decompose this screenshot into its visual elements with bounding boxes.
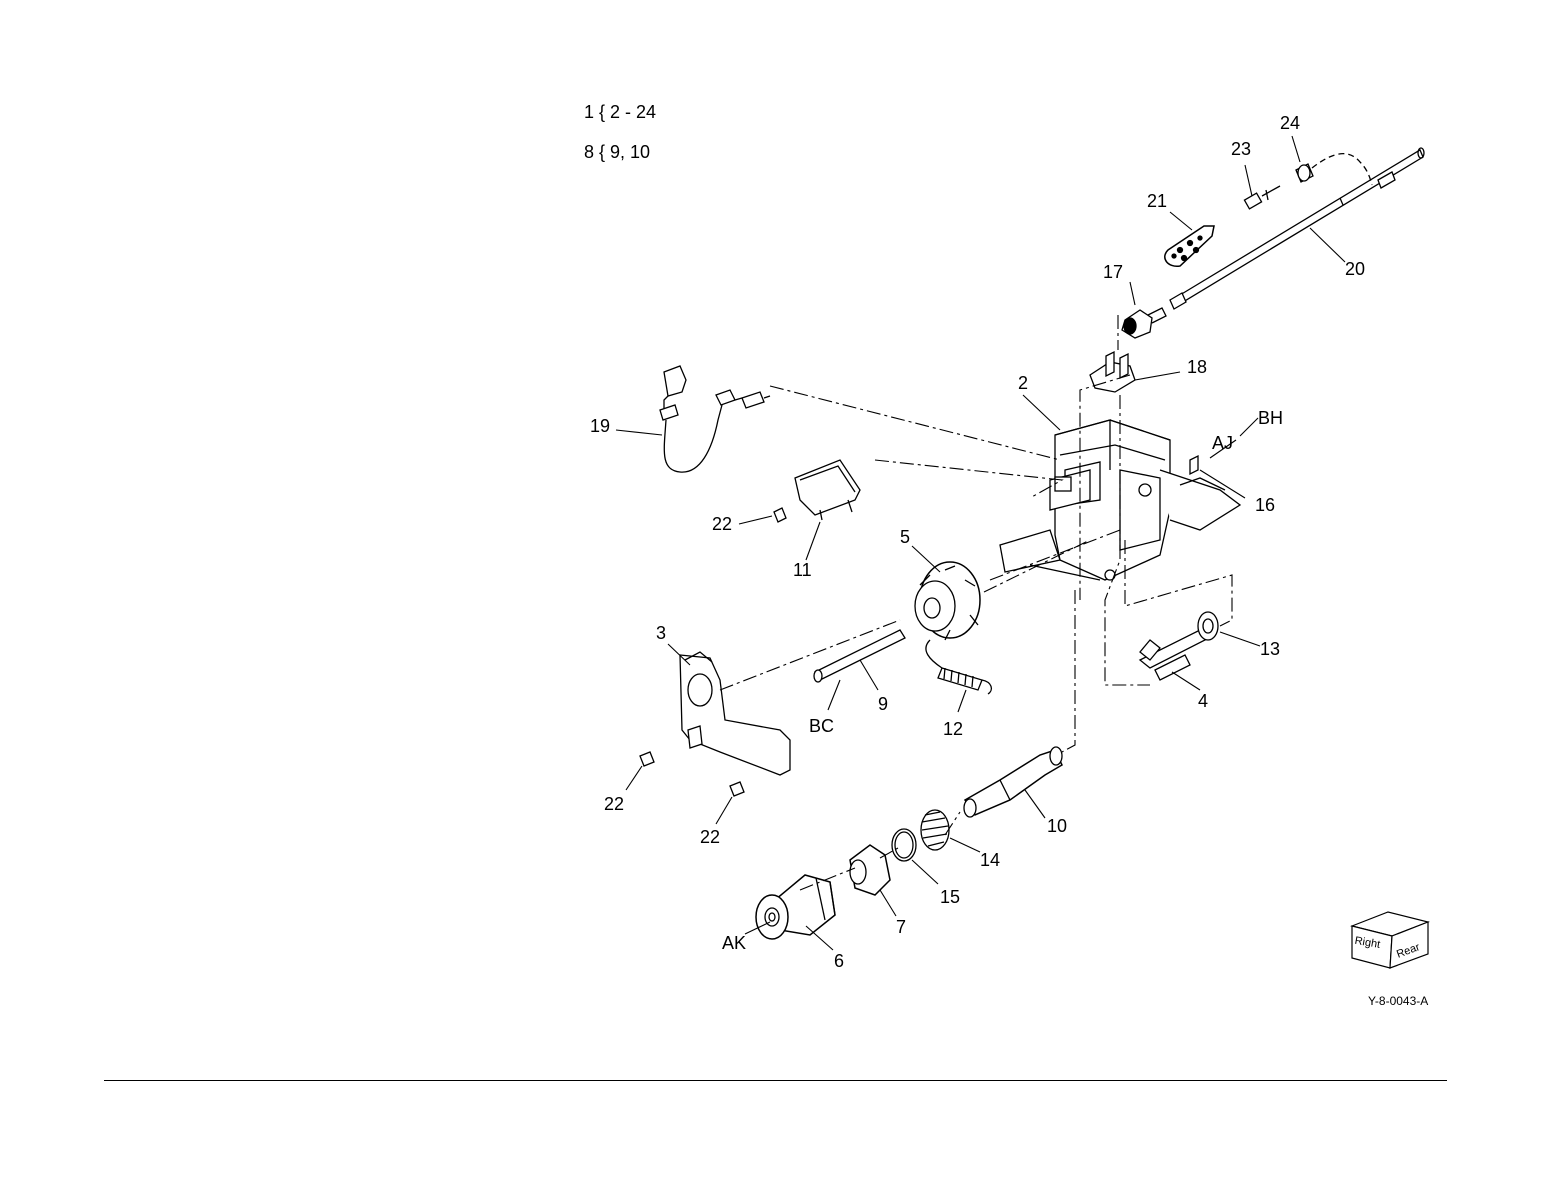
part-10-shaft <box>964 747 1062 817</box>
callout-22: 22 <box>604 795 624 813</box>
callout-5: 5 <box>900 528 910 546</box>
callout-12: 12 <box>943 720 963 738</box>
part-12-spring <box>926 640 991 694</box>
part-13-washer <box>1198 612 1218 640</box>
part-24-bushing <box>1296 154 1372 185</box>
callout-14: 14 <box>980 851 1000 869</box>
callout-22: 22 <box>712 515 732 533</box>
callout-17: 17 <box>1103 263 1123 281</box>
part-16-clip <box>1190 456 1198 474</box>
part-18-sensor <box>1090 352 1135 392</box>
part-5-gear <box>915 562 980 640</box>
part-21-actuator <box>1165 226 1214 266</box>
orientation-cube-icon: Right Rear <box>1344 906 1434 970</box>
part-9-shaft <box>814 630 905 682</box>
part-6-cylinder <box>756 875 835 939</box>
part-11-cover <box>795 460 860 520</box>
callout-24: 24 <box>1280 114 1300 132</box>
callout-11: 11 <box>793 561 812 579</box>
part-3-plate <box>680 652 790 775</box>
callout-22: 22 <box>700 828 720 846</box>
part-19-harness <box>660 366 770 472</box>
callout-aj: AJ <box>1212 434 1233 452</box>
part-14-spring <box>921 810 949 850</box>
part-23-pin <box>1244 186 1280 209</box>
callout-13: 13 <box>1260 640 1280 658</box>
footer-divider <box>104 1080 1447 1081</box>
part-17-coupling <box>1122 308 1166 338</box>
callout-18: 18 <box>1187 358 1207 376</box>
leader-lines <box>616 136 1345 950</box>
callout-6: 6 <box>834 952 844 970</box>
figure-id: Y-8-0043-A <box>1368 994 1428 1008</box>
callout-19: 19 <box>590 417 610 435</box>
part-7-collar <box>850 845 890 895</box>
callout-7: 7 <box>896 918 906 936</box>
callout-ak: AK <box>722 934 746 952</box>
callout-20: 20 <box>1345 260 1365 278</box>
callout-16: 16 <box>1255 496 1275 514</box>
callout-4: 4 <box>1198 692 1208 710</box>
callout-15: 15 <box>940 888 960 906</box>
callout-bc: BC <box>809 717 834 735</box>
part-15-ring <box>892 829 916 861</box>
callout-10: 10 <box>1047 817 1067 835</box>
callout-2: 2 <box>1018 374 1028 392</box>
callout-21: 21 <box>1147 192 1167 210</box>
callout-9: 9 <box>878 695 888 713</box>
callout-23: 23 <box>1231 140 1251 158</box>
callout-bh: BH <box>1258 409 1283 427</box>
callout-3: 3 <box>656 624 666 642</box>
